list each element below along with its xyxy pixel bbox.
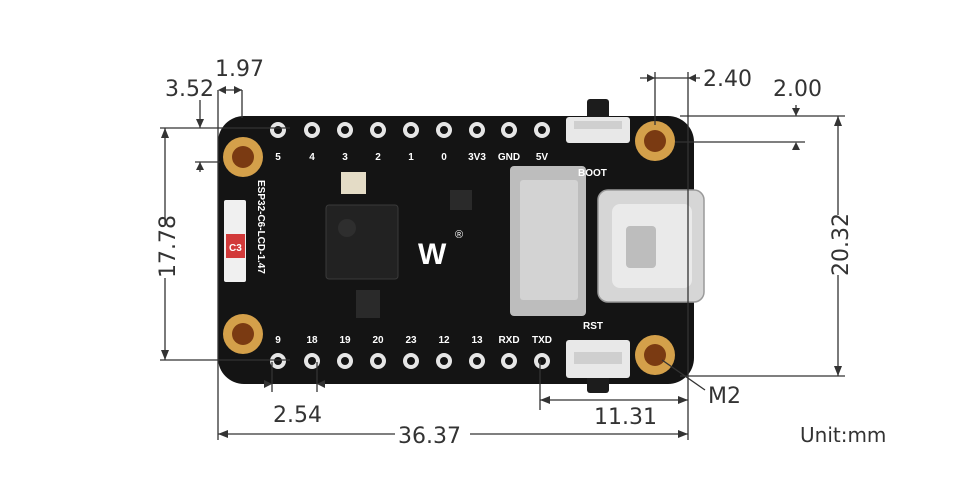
pin-label-bottom: TXD <box>532 335 552 346</box>
boot-label: BOOT <box>578 168 607 179</box>
esp-chip <box>325 204 399 280</box>
pin-hole-center <box>505 126 513 134</box>
pin-hole-center <box>274 357 282 365</box>
mounting-hole-bottom-left <box>223 314 263 354</box>
dimension-labels: 3.52 1.97 2.40 2.00 17.78 20.32 2.54 36.… <box>156 57 886 449</box>
pin-label-top: 2 <box>375 152 381 163</box>
pin-label-top: 0 <box>441 152 447 163</box>
pin-label-top: 3 <box>342 152 348 163</box>
pin-hole-center <box>341 357 349 365</box>
pin-label-top: 4 <box>309 152 315 163</box>
pin-hole-center <box>538 126 546 134</box>
top-pin-labels: 5 4 3 2 1 0 3V3 GND 5V <box>275 152 548 163</box>
pin-hole-center <box>440 126 448 134</box>
rst-button-face <box>574 352 622 364</box>
dimension-20-32: 20.32 <box>829 213 854 276</box>
logo-registered-mark: ® <box>455 229 463 241</box>
usb-c-tongue <box>626 226 656 268</box>
chip-mark-label: C3 <box>229 243 242 254</box>
pin-hole-center <box>407 357 415 365</box>
pin-label-bottom: 19 <box>339 335 351 346</box>
top-pin-row <box>270 122 550 138</box>
pin-label-top: 1 <box>408 152 414 163</box>
mounting-hole-top-right <box>635 121 675 161</box>
pin-label-bottom: 9 <box>275 335 281 346</box>
pin-hole-center <box>440 357 448 365</box>
dimension-2-40: 2.40 <box>703 67 752 92</box>
dimension-2-54: 2.54 <box>273 403 322 428</box>
dimension-2-00: 2.00 <box>773 77 822 102</box>
pin-label-top: 5 <box>275 152 281 163</box>
regulator-component <box>356 290 380 318</box>
pin-label-bottom: RXD <box>498 335 519 346</box>
pin-hole-center <box>341 126 349 134</box>
pin-hole-center <box>473 357 481 365</box>
bottom-pin-row <box>270 353 550 369</box>
pin-label-top: 3V3 <box>468 152 486 163</box>
pin-hole-center <box>505 357 513 365</box>
mounting-hole-top-left <box>223 137 263 177</box>
pin-label-top: 5V <box>536 152 549 163</box>
mounting-hole-bottom-right <box>635 335 675 375</box>
pin-hole-center <box>274 126 282 134</box>
sd-card-cover <box>520 180 578 300</box>
pin-label-bottom: 23 <box>405 335 417 346</box>
crystal-component <box>341 172 366 194</box>
pcb-board: W ® C3 ESP32-C6-LCD-1.47 5 4 3 2 1 <box>218 99 705 393</box>
board-model-label: ESP32-C6-LCD-1.47 <box>255 180 266 274</box>
dimension-36-37: 36.37 <box>398 424 461 449</box>
boot-button-body <box>566 117 630 143</box>
pin-hole-center <box>374 357 382 365</box>
mounting-hole-size-label: M2 <box>708 384 741 409</box>
pin-hole-center <box>538 357 546 365</box>
dimension-11-31: 11.31 <box>594 405 657 430</box>
dimension-17-78: 17.78 <box>156 215 181 278</box>
pin-label-bottom: 12 <box>438 335 450 346</box>
pin-hole-center <box>308 357 316 365</box>
dimension-3-52: 3.52 <box>165 77 214 102</box>
dimension-1-97: 1.97 <box>215 57 264 82</box>
pin-label-top: GND <box>498 152 520 163</box>
pin-label-bottom: 13 <box>471 335 483 346</box>
pin-hole-center <box>473 126 481 134</box>
pin-hole-center <box>407 126 415 134</box>
ic-component <box>450 190 472 210</box>
waveshare-logo-icon: W <box>418 238 447 271</box>
pin-hole-center <box>374 126 382 134</box>
pin-label-bottom: 20 <box>372 335 384 346</box>
rst-label: RST <box>583 321 603 332</box>
bottom-pin-labels: 9 18 19 20 23 12 13 RXD TXD <box>275 335 552 346</box>
espressif-logo-icon <box>338 219 356 237</box>
chip-mark-badge <box>226 234 245 258</box>
boot-button-face <box>574 121 622 129</box>
pin-label-bottom: 18 <box>306 335 318 346</box>
dimension-lines <box>160 72 845 440</box>
boot-button-cap <box>587 99 609 119</box>
pin-hole-center <box>308 126 316 134</box>
unit-label: Unit:mm <box>800 423 886 447</box>
